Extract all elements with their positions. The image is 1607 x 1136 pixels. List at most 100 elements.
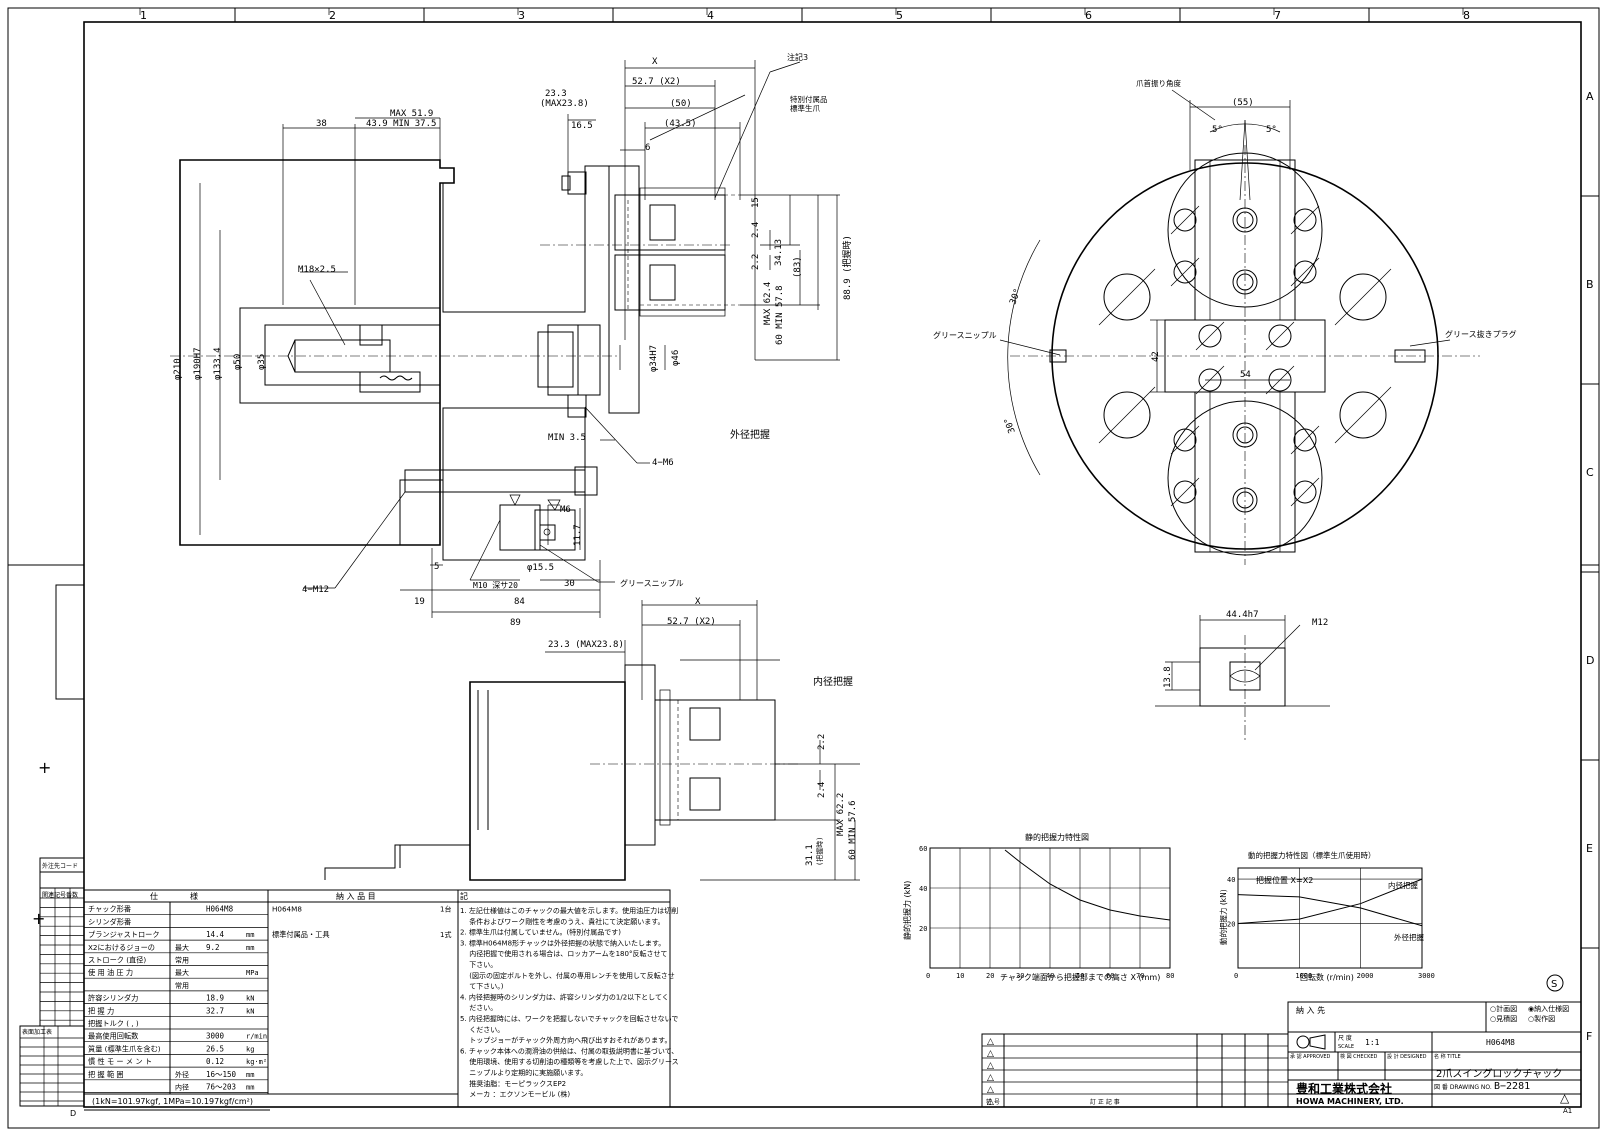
row-marker: B	[1586, 278, 1594, 291]
svg-text:承 認 APPROVED: 承 認 APPROVED	[1290, 1053, 1331, 1060]
spec-row-label: 把握トルク ( , )	[88, 1019, 139, 1028]
spec-row-label: 使 用 油 圧 力	[88, 968, 133, 977]
row-marker: D	[1586, 654, 1594, 667]
dim-max519: MAX 51.9	[390, 109, 433, 119]
svg-text:名 称 TITLE: 名 称 TITLE	[1434, 1053, 1461, 1060]
spec-row-value: 3000	[206, 1032, 225, 1041]
svg-text:関連記号番数: 関連記号番数	[42, 891, 78, 899]
dim-22b: 2.2	[817, 734, 827, 750]
x-tick-label: 10	[956, 972, 964, 980]
dim-6: 6	[645, 143, 650, 153]
spec-note-line: 使用環境、使用する切削油の種類等を考慮した上で、図示グリース	[460, 1057, 679, 1066]
thread-m10: M10 深サ20	[473, 581, 518, 590]
chart1-title: 静的把握力特性図	[1025, 832, 1089, 842]
column-marker: 2	[329, 9, 336, 22]
spec-row-label: 把 握 範 囲	[88, 1070, 124, 1079]
spec-row-sub: 最大	[175, 943, 189, 952]
chart-series-line	[1004, 849, 1171, 921]
spec-row-value: 32.7	[206, 1006, 224, 1015]
revision-triangle: △	[987, 1085, 994, 1095]
column-marker: 8	[1463, 9, 1470, 22]
svg-text:納 入 品 目: 納 入 品 目	[336, 891, 376, 901]
row-marker: C	[1586, 466, 1594, 479]
dim-phi155: φ15.5	[527, 563, 554, 573]
svg-text:○計画図: ○計画図	[1490, 1004, 1517, 1013]
revision-triangle: △	[987, 1049, 994, 1059]
svg-text:外注先コード: 外注先コード	[42, 862, 78, 870]
company-name-en: HOWA MACHINERY, LTD.	[1296, 1097, 1404, 1106]
chart1-ylabel: 静的把握力 (kN)	[902, 881, 912, 940]
dim-435: (43.5)	[664, 119, 697, 129]
dim-55: (55)	[1232, 98, 1254, 108]
dim-phi34: φ34H7	[649, 345, 659, 372]
svg-text:納 入 先: 納 入 先	[1296, 1005, 1325, 1015]
od-grip-label: 外径把握	[730, 428, 770, 441]
dim-5: 5	[434, 562, 439, 572]
spec-row-unit: r/min	[246, 1033, 267, 1041]
spec-note-line: 1. 左記仕様値はこのチャックの最大値を示します。使用油圧力は切削	[460, 906, 678, 915]
spec-row-sub: 内径	[175, 1083, 189, 1092]
note3-label: 注記3	[787, 52, 808, 62]
y-tick-label: 20	[919, 925, 927, 933]
spec-row-sub: 最大	[175, 968, 189, 977]
spec-row-label: 質量 (標準生爪を含む)	[88, 1044, 161, 1053]
dim-phi46: φ46	[671, 350, 681, 366]
x-tick-label: 20	[986, 972, 994, 980]
svg-text:表面加工表: 表面加工表	[22, 1028, 52, 1036]
spec-note-line: ださい。	[460, 1004, 497, 1012]
svg-text:検 図 CHECKED: 検 図 CHECKED	[1340, 1053, 1378, 1060]
dim-phi190: φ190H7	[193, 347, 203, 380]
spec-row-value: 16〜150	[206, 1070, 237, 1079]
y-tick-label: 40	[919, 885, 927, 893]
row-marker: E	[1586, 842, 1593, 855]
dim-444: 44.4h7	[1226, 610, 1259, 620]
revision-triangle: △	[987, 1097, 994, 1107]
dim-83: (83)	[793, 256, 803, 278]
front-view: グリースニップル グリース抜きプラグ 爪首振り角度 (55) 5° 5° 30°…	[933, 78, 1517, 565]
special-jaw-label-2: 標準生爪	[790, 103, 820, 113]
spec-row-value: 26.5	[206, 1044, 224, 1053]
svg-text:○見積図: ○見積図	[1490, 1014, 1517, 1023]
chart2-series-id: 内径把握	[1388, 880, 1418, 890]
spec-row-label: 把 握 力	[88, 1006, 114, 1015]
svg-text:D: D	[70, 1109, 76, 1118]
svg-text:+: +	[38, 758, 51, 777]
dim-24b: 2.4	[817, 782, 827, 798]
svg-text:S: S	[1551, 979, 1557, 990]
spec-note-line: 5. 内径把握時には、ワークを把握しないでチャックを回転させないで	[460, 1014, 678, 1023]
angle-30-top: 30°	[1008, 287, 1023, 306]
column-marker: 1	[140, 9, 147, 22]
spec-note-line: 推奨油脂：モーピラックスEP2	[460, 1079, 566, 1088]
dim-311: 31.1	[805, 844, 815, 866]
jaw-swing-label: 爪首振り角度	[1136, 78, 1181, 88]
column-marker: 4	[707, 9, 714, 22]
dim-89: 89	[510, 618, 521, 628]
dim-22: 2.2	[751, 254, 761, 270]
id-grip-label: 内径把握	[813, 675, 853, 688]
dim-233-bottom: 23.3 (MAX23.8)	[548, 640, 624, 650]
spec-row-sub: 外径	[175, 1070, 189, 1079]
svg-text:◉納入仕様図: ◉納入仕様図	[1528, 1004, 1569, 1013]
dim-phi50: φ50	[233, 354, 243, 370]
spec-row-unit: mm	[246, 1071, 254, 1079]
spec-row-sub: 常用	[175, 956, 189, 965]
x-tick-label: 80	[1166, 972, 1174, 980]
chart2-ylabel: 動的把握力 (kN)	[1218, 889, 1228, 945]
x-tick-label: 3000	[1418, 972, 1435, 980]
x-tick-label: 60	[1106, 972, 1114, 980]
dim-min375: 43.9 MIN 37.5	[366, 119, 436, 129]
side-view-id-grip: X 52.7 (X2) 23.3 (MAX23.8) 2.2 2.4 MAX 6…	[324, 597, 860, 881]
spec-note-line: メーカ ：エクソンモービル (株)	[460, 1090, 570, 1099]
spec-row-label: X2におけるジョーの	[88, 943, 155, 952]
dim-42: 42	[1151, 351, 1161, 362]
dim-311b: (把握時)	[815, 837, 824, 866]
spec-row-label: 慣 性 モ ー メ ン ト	[88, 1057, 152, 1066]
column-marker: 6	[1085, 9, 1092, 22]
spec-row-value: 76〜203	[206, 1083, 236, 1092]
spec-row-unit: kN	[246, 1007, 254, 1015]
dim-30: 30	[564, 579, 575, 589]
spec-note-line: トップジョーがチャック外周方向へ飛び出すおそれがあります。	[460, 1036, 671, 1045]
side-view-od-grip	[170, 159, 740, 561]
y-tick-label: 40	[1227, 876, 1235, 884]
chart2-title: 動的把握力特性図（標準生爪使用時）	[1248, 850, 1376, 860]
